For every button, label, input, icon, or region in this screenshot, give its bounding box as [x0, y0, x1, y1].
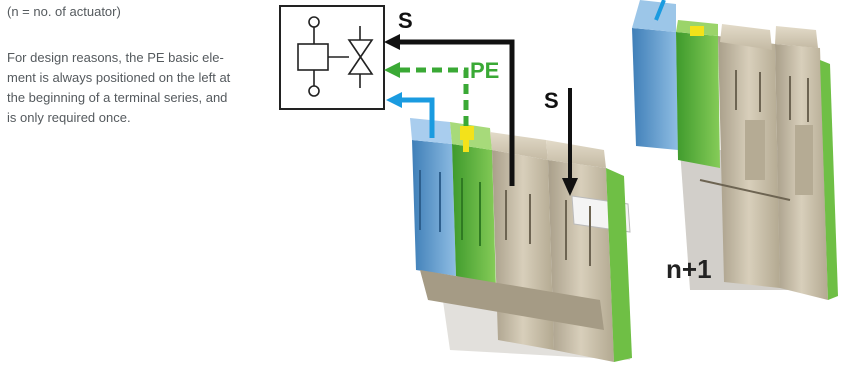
pe-placement-description: For design reasons, the PE basic ele- me… [7, 48, 275, 128]
pe-label: PE [470, 58, 499, 83]
pe-wire [400, 67, 469, 126]
wiring [384, 34, 578, 196]
signal-input-arrowhead [562, 178, 578, 196]
neutral-arrowhead [386, 92, 402, 108]
actuator-count-note: (n = no. of actuator) [7, 4, 121, 19]
description-line: the beginning of a terminal series, and [7, 90, 228, 105]
solenoid-valve-icon [297, 16, 374, 97]
signal-arrowhead [384, 34, 400, 50]
signal-wire [396, 39, 515, 186]
terminal-block-n [410, 118, 632, 362]
actuator-symbol [279, 5, 385, 110]
next-terminal-label: n+1 [666, 254, 712, 284]
description-line: is only required once. [7, 110, 131, 125]
terminal-block-n-plus-1 [632, 0, 838, 300]
description-line: ment is always positioned on the left at [7, 70, 231, 85]
neutral-wire [400, 97, 435, 138]
signal-label-right: S [544, 88, 559, 113]
description-line: For design reasons, the PE basic ele- [7, 50, 224, 65]
signal-label-top: S [398, 8, 413, 33]
pe-arrowhead [384, 62, 400, 78]
